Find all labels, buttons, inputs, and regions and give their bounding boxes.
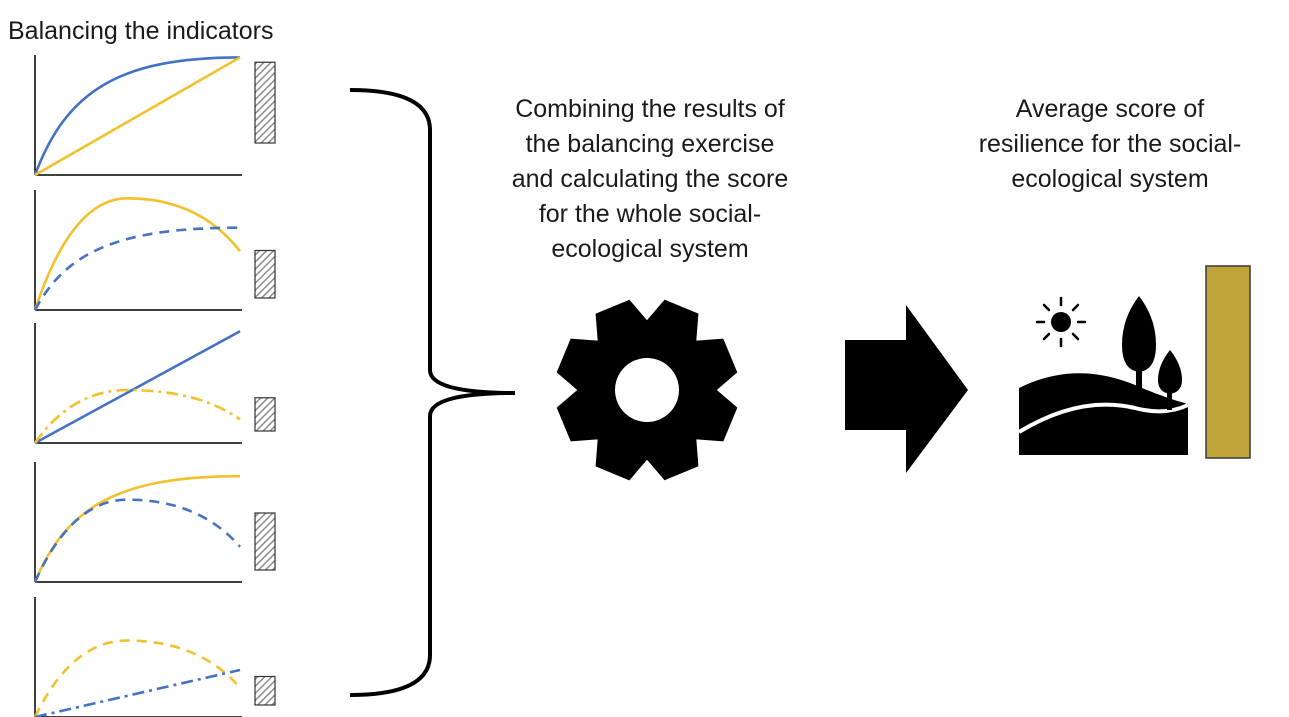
arrow-right-icon [845, 305, 968, 473]
indicator-score-bar [254, 397, 276, 432]
indicator-curve [33, 388, 241, 444]
tree-icon [1122, 296, 1156, 405]
sun-icon [1035, 296, 1087, 348]
tree-icon [1158, 350, 1182, 410]
indicator-score-bar [254, 675, 276, 706]
landscape-icon [1017, 296, 1189, 455]
result-line: resilience for the social- [978, 130, 1242, 158]
indicator-curve [33, 196, 242, 311]
combining-description: Combining the results of the balancing e… [470, 92, 830, 267]
indicator-panels [33, 55, 276, 717]
result-line: ecological system [1011, 165, 1209, 193]
indicator-curve [33, 498, 241, 583]
panel-2 [33, 190, 276, 311]
indicator-curve [33, 639, 241, 717]
indicator-score-bar [254, 61, 276, 144]
figure-title: Balancing the indicators [8, 17, 274, 45]
combining-line: for the whole social- [538, 200, 762, 228]
panel-5 [33, 597, 276, 717]
curly-brace-icon [349, 88, 516, 697]
indicator-curve [34, 668, 241, 717]
combining-line: and calculating the score [511, 165, 789, 193]
indicator-curve [33, 56, 241, 176]
result-description: Average score of resilience for the soci… [945, 92, 1275, 197]
indicator-curve [34, 330, 241, 445]
combining-line: Combining the results of [515, 95, 785, 123]
combining-line: the balancing exercise [525, 130, 775, 158]
indicator-curve [33, 226, 241, 311]
indicator-curve [33, 474, 241, 583]
panel-1 [33, 55, 276, 177]
panel-4 [33, 462, 276, 583]
gear-icon [556, 299, 738, 481]
panel-3 [33, 323, 276, 445]
combining-line: ecological system [551, 235, 749, 263]
indicator-score-bar [254, 512, 276, 571]
result-line: Average score of [1015, 95, 1205, 123]
indicator-curve [34, 56, 241, 177]
gear-shape [556, 299, 738, 481]
result-score-bar [1205, 265, 1251, 459]
indicator-score-bar [254, 249, 276, 299]
